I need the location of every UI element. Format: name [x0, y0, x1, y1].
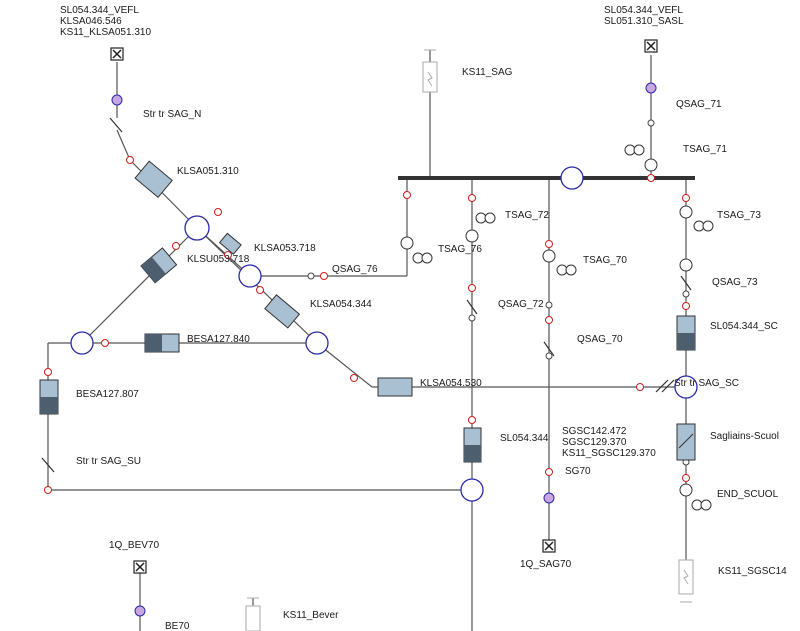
line-klsa054-344[interactable] — [264, 294, 301, 329]
label-qsag-71: QSAG_71 — [676, 99, 722, 110]
label-besa127-807: BESA127.807 — [76, 389, 139, 400]
label-tsag-73: TSAG_73 — [717, 210, 761, 221]
label-sgsc129: SGSC129.370 — [562, 437, 627, 448]
line-sl054-344[interactable] — [463, 427, 482, 463]
label-ks11-bever: KS11_Bever — [283, 610, 339, 621]
label-top-right-1: SL054.344_VEFL — [604, 5, 683, 16]
current-transformer[interactable] — [400, 236, 433, 264]
line-klsa054-530[interactable] — [377, 377, 413, 397]
label-qsag-70: QSAG_70 — [577, 334, 623, 345]
switch-contacts — [307, 119, 690, 466]
junction-node[interactable] — [460, 478, 484, 502]
labels: SL054.344_VEFL KLSA046.546 KS11_KLSA051.… — [60, 5, 787, 631]
station-ks11-bever[interactable] — [245, 597, 261, 631]
label-q1-sag70: 1Q_SAG70 — [520, 559, 572, 570]
terminal-node[interactable] — [645, 82, 657, 94]
current-transformer[interactable] — [465, 212, 496, 243]
label-tsag-70: TSAG_70 — [583, 255, 627, 266]
label-klsa054-344: KLSA054.344 — [310, 299, 372, 310]
disconnect-switch[interactable] — [466, 299, 478, 315]
label-besa127-840: BESA127.840 — [187, 334, 250, 345]
junction-node[interactable] — [238, 264, 262, 288]
label-end-scuol: END_SCUOL — [717, 489, 779, 500]
supply-box-top-right[interactable] — [644, 39, 658, 53]
label-tsag-72: TSAG_72 — [505, 210, 549, 221]
label-sg70: SG70 — [565, 466, 591, 477]
label-strtr-sag-su: Str tr SAG_SU — [76, 456, 141, 467]
breakers[interactable] — [44, 156, 690, 494]
label-ks11-sgsc14: KS11_SGSC14 — [718, 566, 787, 577]
label-qsag-76: QSAG_76 — [332, 264, 378, 275]
line-sl054-344-sc[interactable] — [676, 315, 696, 351]
label-top-right-2: SL051.310_SASL — [604, 16, 684, 27]
label-strtr-sag-sc: Str tr SAG_SC — [674, 378, 739, 389]
junction-node[interactable] — [70, 331, 94, 355]
label-be70: BE70 — [165, 621, 190, 631]
line-klsa053[interactable] — [218, 232, 242, 255]
label-sl054-344: SL054.344 — [500, 433, 549, 444]
line-klsu053[interactable] — [140, 247, 178, 284]
label-sl054-sc: SL054.344_SC — [710, 321, 778, 332]
terminal-node[interactable] — [134, 605, 146, 617]
label-klsa051: KLSA051.310 — [177, 166, 239, 177]
line-besa127-840[interactable] — [144, 333, 180, 353]
label-qsag-72: QSAG_72 — [498, 299, 544, 310]
line-sagliains-scuol[interactable] — [676, 423, 696, 461]
line-besa127-807[interactable] — [39, 379, 59, 415]
current-transformer[interactable] — [679, 205, 714, 272]
disconnect-switch[interactable] — [680, 275, 692, 291]
label-sagliains: Sagliains-Scuol — [710, 431, 779, 442]
current-transformer[interactable] — [679, 483, 712, 511]
supply-box-bev70[interactable] — [133, 560, 147, 574]
label-klsa054-530: KLSA054.530 — [420, 378, 482, 389]
supply-box-top-left[interactable] — [110, 47, 124, 61]
current-transformer[interactable] — [542, 249, 577, 276]
disconnect-switch[interactable] — [109, 117, 123, 133]
disconnect-switch[interactable] — [655, 379, 675, 393]
line-klsa051[interactable] — [134, 160, 173, 199]
disconnect-switch[interactable] — [543, 341, 555, 357]
label-ks11-sgsc129: KS11_SGSC129.370 — [562, 448, 656, 459]
junction-node[interactable] — [674, 375, 698, 399]
label-top-left-2: KLSA046.546 — [60, 16, 122, 27]
label-top-left-3: KS11_KLSA051.310 — [60, 27, 151, 38]
supply-box-sag70[interactable] — [542, 539, 556, 553]
disconnect-switch[interactable] — [41, 457, 55, 473]
junction-node[interactable] — [305, 331, 329, 355]
label-tsag-71: TSAG_71 — [683, 144, 727, 155]
label-q1-bev70: 1Q_BEV70 — [109, 540, 159, 551]
label-sgsc142: SGSC142.472 — [562, 426, 627, 437]
label-klsa053: KLSA053.718 — [254, 243, 316, 254]
label-top-left-1: SL054.344_VEFL — [60, 5, 139, 16]
current-transformer[interactable] — [624, 144, 658, 172]
label-qsag-73: QSAG_73 — [712, 277, 758, 288]
terminal-node[interactable] — [111, 94, 123, 106]
station-ks11-sag[interactable] — [422, 49, 438, 93]
junction-node[interactable] — [184, 215, 210, 241]
station-ks11-sgsc14[interactable] — [678, 559, 694, 603]
label-klsu053: KLSU053.718 — [187, 254, 250, 265]
label-tsag-76: TSAG_76 — [438, 244, 482, 255]
bus-node[interactable] — [560, 166, 584, 190]
label-ks11-sag: KS11_SAG — [462, 67, 513, 78]
label-strtr-sag-n: Str tr SAG_N — [143, 109, 201, 120]
terminal-node[interactable] — [543, 492, 555, 504]
